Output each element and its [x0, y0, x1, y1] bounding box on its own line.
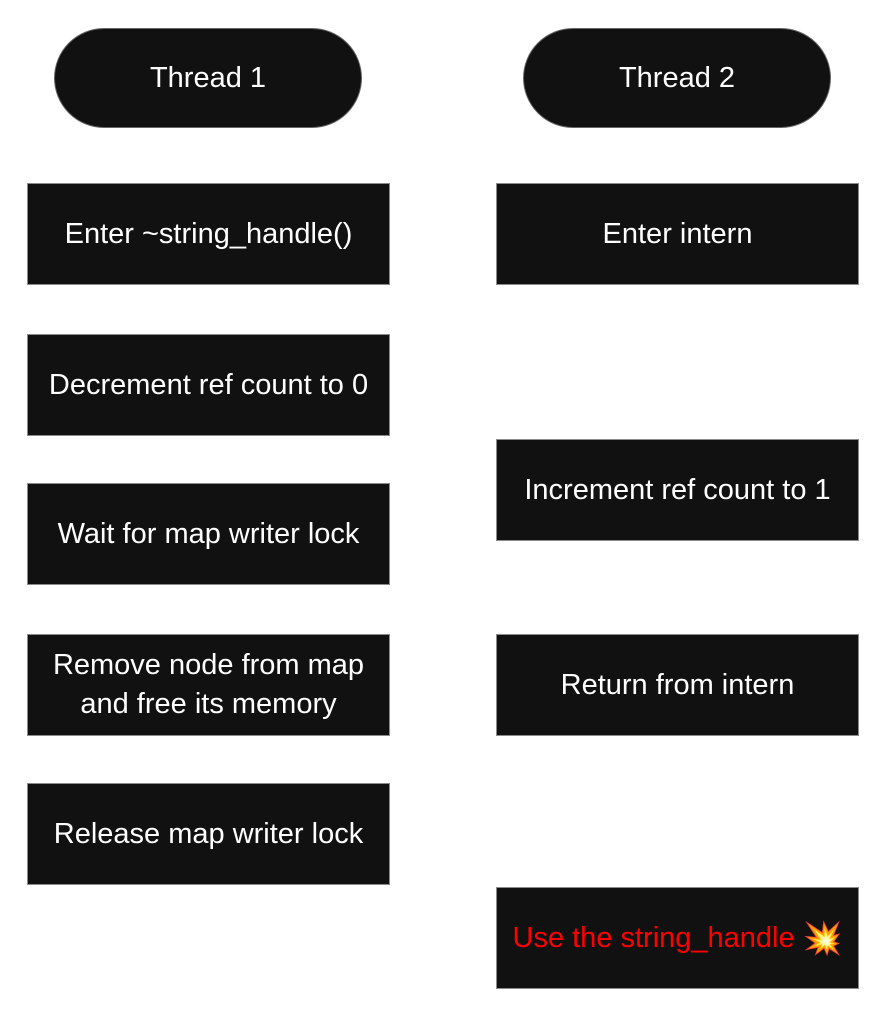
thread-1-title: Thread 1 — [149, 61, 267, 94]
thread-1-step-release-writer-lock: Release map writer lock — [27, 783, 390, 885]
step-label: Increment ref count to 1 — [524, 473, 831, 506]
thread-1-step-wait-writer-lock: Wait for map writer lock — [27, 483, 390, 585]
step-label: Enter ~string_handle() — [64, 217, 353, 250]
step-label: Return from intern — [560, 668, 795, 701]
thread-1-step-decrement-ref-count: Decrement ref count to 0 — [27, 334, 390, 436]
thread-2-step-increment-ref-count: Increment ref count to 1 — [496, 439, 859, 541]
step-label: Remove node from map and free its memory — [52, 649, 365, 720]
thread-1-step-remove-node: Remove node from map and free its memory — [27, 634, 390, 736]
step-label: Release map writer lock — [53, 817, 364, 850]
step-label: Wait for map writer lock — [57, 517, 360, 550]
step-label: Enter intern — [602, 217, 753, 250]
thread-1-header: Thread 1 — [54, 28, 362, 128]
thread-1-step-enter-destructor: Enter ~string_handle() — [27, 183, 390, 285]
thread-2-step-enter-intern: Enter intern — [496, 183, 859, 285]
step-label: Use the string_handle — [512, 921, 795, 954]
thread-2-header: Thread 2 — [523, 28, 831, 128]
thread-2-step-return-intern: Return from intern — [496, 634, 859, 736]
thread-2-title: Thread 2 — [618, 61, 736, 94]
step-label: Decrement ref count to 0 — [48, 368, 369, 401]
collision-icon: 💥 — [802, 920, 843, 956]
thread-2-step-use-handle: Use the string_handle 💥 — [496, 887, 859, 989]
